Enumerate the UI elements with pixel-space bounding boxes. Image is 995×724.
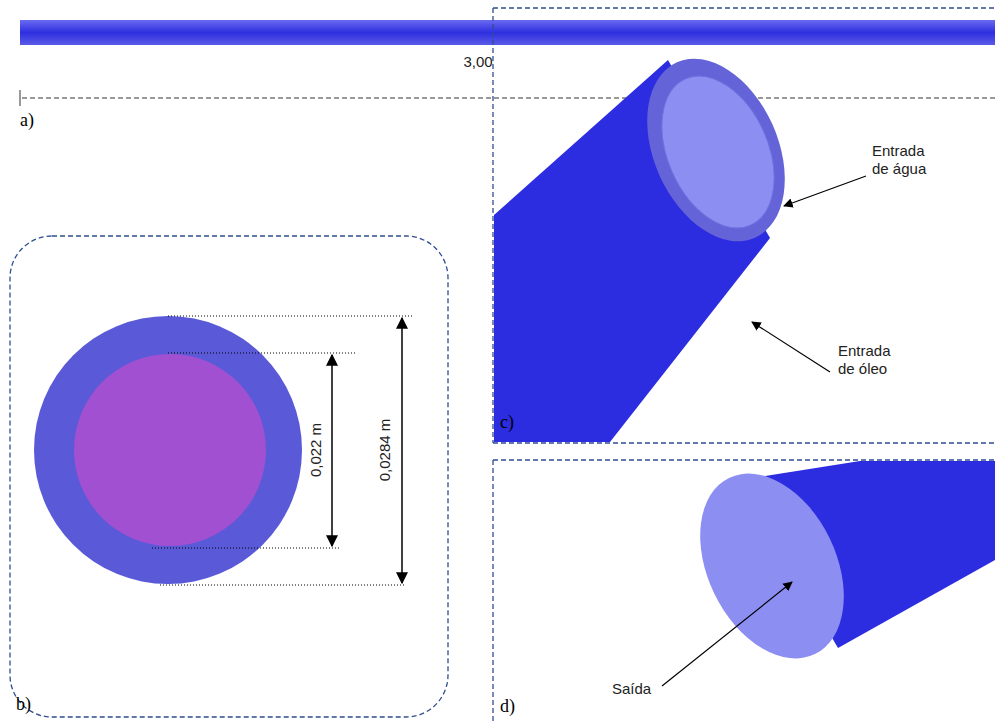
panel-letter: a) — [20, 110, 34, 132]
diameter-dimension: 0,0284 m — [376, 419, 394, 482]
panel-letter: d) — [500, 696, 515, 718]
leader-arrow — [784, 176, 866, 206]
pipe-side-view — [20, 20, 995, 45]
dimension-arrow — [401, 318, 403, 583]
frame-line — [22, 98, 995, 99]
oil-inlet-face — [640, 59, 796, 246]
core-oil — [74, 354, 266, 546]
water-inlet-ring — [620, 37, 811, 263]
outlet-label: Saída — [612, 680, 651, 698]
extension-lines — [152, 316, 412, 585]
frame-tick — [20, 90, 21, 106]
panel-frame — [10, 236, 448, 717]
annulus-water — [34, 316, 302, 584]
length-dimension: 3,00 — [463, 53, 492, 71]
inlet-label: Entrada de água — [872, 142, 938, 178]
panel-letter: b) — [16, 694, 31, 716]
inlet-label: Entrada de óleo — [838, 342, 904, 378]
diameter-dimension: 0,022 m — [307, 423, 325, 477]
outlet-face — [672, 450, 873, 682]
leader-arrow — [662, 582, 792, 686]
panel-letter: c) — [500, 412, 514, 434]
leader-arrow — [752, 322, 830, 372]
dimension-arrow — [331, 355, 333, 546]
panel-frame — [493, 8, 995, 443]
